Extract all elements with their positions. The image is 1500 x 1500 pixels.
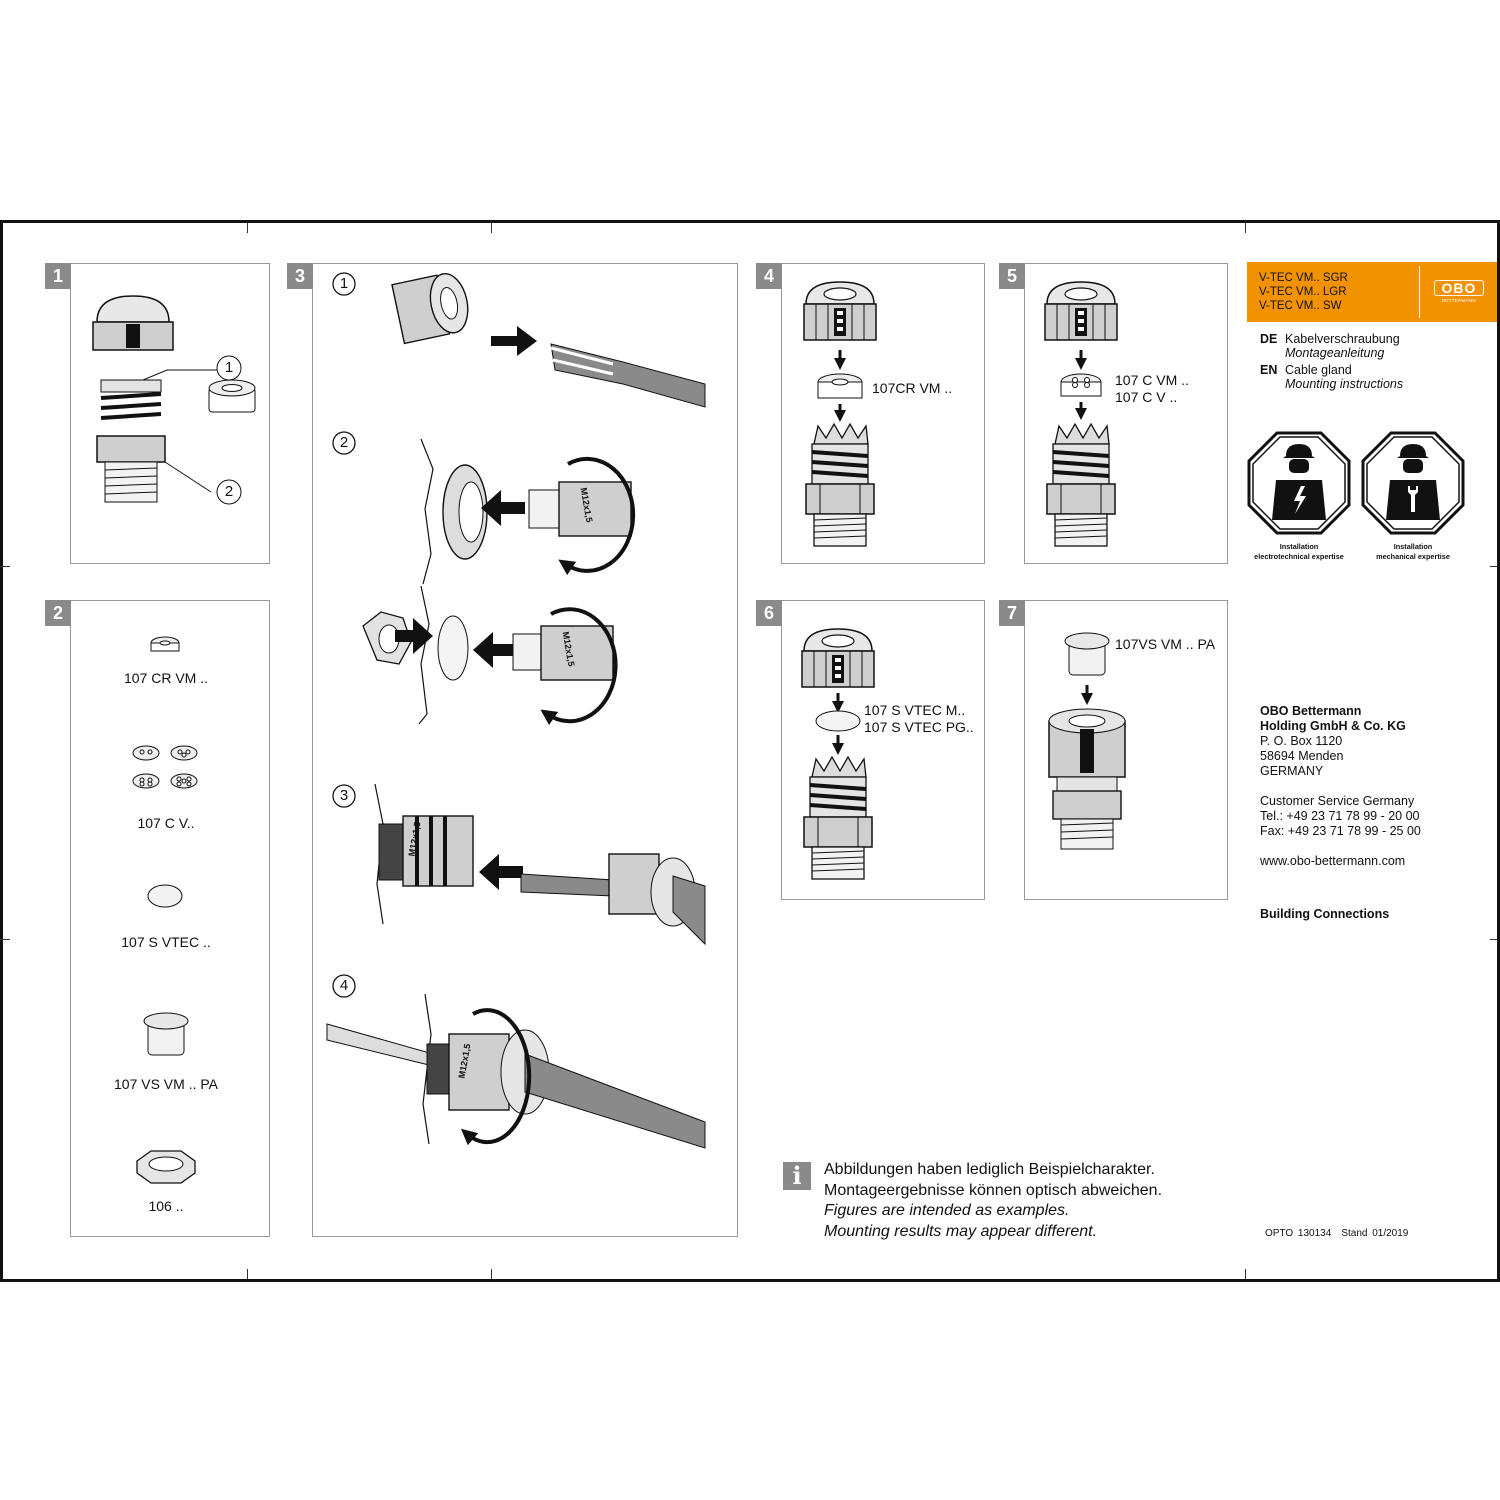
telephone: Tel.: +49 23 71 78 99 - 20 00	[1260, 809, 1420, 823]
step-number: 2	[339, 434, 349, 451]
part-label: 107 C V..	[137, 815, 195, 831]
step-number: 1	[339, 275, 349, 292]
document-code: OPTO 130134	[1265, 1228, 1332, 1239]
step-number: 4	[339, 977, 349, 994]
panel-number: 3	[287, 263, 313, 289]
product-code: V-TEC VM.. SGR	[1259, 272, 1348, 284]
gland-with-multi-seal-drawing	[1044, 281, 1118, 548]
panel-seal-c: 5 107 C VM .. 107 C V ..	[999, 263, 1228, 564]
disclaimer-de-line: Montageergebnisse können optisch abweich…	[824, 1181, 1163, 1199]
language-en: EN Cable gland Mounting instructions	[1260, 363, 1403, 391]
safety-caption: mechanical expertise	[1376, 552, 1450, 561]
step-number: 3	[339, 787, 349, 804]
doc-subtitle: Mounting instructions	[1285, 377, 1404, 391]
part-label: 107VS VM .. PA	[1115, 636, 1216, 652]
panel-overview: 1 1 2	[45, 263, 270, 564]
instruction-sheet	[0, 220, 1500, 1282]
info-icon: i	[783, 1162, 811, 1190]
part-label: 107 VS VM .. PA	[113, 1076, 219, 1092]
customer-service: Customer Service Germany	[1260, 794, 1415, 808]
city: 58694 Menden	[1260, 749, 1344, 763]
country: GERMANY	[1260, 764, 1324, 778]
tagline: Building Connections	[1260, 907, 1390, 921]
gland-with-plug-drawing	[1048, 632, 1126, 850]
disclaimer-de-line: Abbildungen haben lediglich Beispielchar…	[824, 1161, 1155, 1178]
panel-number: 2	[45, 600, 71, 626]
obo-logo: OBO BETTERMANN	[1434, 280, 1484, 303]
part-label: 107 S VTEC ..	[121, 934, 211, 950]
document-date: Stand 01/2019	[1341, 1228, 1409, 1239]
panel-number: 1	[45, 263, 71, 289]
part-label: 106 ..	[148, 1198, 184, 1214]
assembly-drawings	[326, 272, 706, 1149]
panel-number: 6	[756, 600, 782, 626]
safety-caption: Installation	[1279, 542, 1319, 551]
panel-parts: 2 107 CR VM .. 107 C V.. 107 S VTEC .. 1…	[45, 600, 270, 1237]
disclaimer: Abbildungen haben lediglich Beispielchar…	[824, 1160, 1162, 1242]
product-code: V-TEC VM.. SW	[1259, 300, 1342, 312]
company-legal-name: Holding GmbH & Co. KG	[1260, 719, 1406, 733]
safety-caption: Installation	[1393, 542, 1433, 551]
safety-caption: electrotechnical expertise	[1254, 552, 1344, 561]
gland-exploded-drawing	[92, 295, 256, 505]
language-code: EN	[1260, 363, 1278, 377]
part-label: 107 C V ..	[1115, 389, 1178, 405]
safety-mechanical: Installation mechanical expertise	[1360, 430, 1466, 561]
parts-drawings	[132, 636, 198, 1184]
safety-electrical: Installation electrotechnical expertise	[1246, 430, 1352, 561]
part-label: 107CR VM ..	[872, 380, 953, 396]
panel-assembly-steps: 3	[287, 263, 738, 1237]
po-box: P. O. Box 1120	[1260, 734, 1343, 748]
part-label: 107 CR VM ..	[123, 670, 209, 686]
header-divider	[1419, 266, 1420, 318]
electrician-icon	[1247, 431, 1351, 535]
product-code: V-TEC VM.. LGR	[1259, 286, 1347, 298]
part-label: 107 C VM ..	[1115, 372, 1189, 388]
product-header: V-TEC VM.. SGR V-TEC VM.. LGR V-TEC VM..…	[1247, 262, 1497, 322]
logo-subtext: BETTERMANN	[1441, 298, 1476, 303]
part-label: 107 S VTEC PG..	[864, 719, 974, 735]
panel-number: 5	[999, 263, 1025, 289]
language-code: DE	[1260, 332, 1278, 346]
disclaimer-en-line: Mounting results may appear different.	[824, 1222, 1098, 1240]
document-reference: OPTO 130134 Stand 01/2019	[1265, 1228, 1418, 1239]
panel-blanking-plug: 7 107VS VM .. PA	[999, 600, 1228, 900]
doc-title: Cable gland	[1285, 363, 1352, 377]
callout-number: 2	[224, 483, 234, 500]
panel-seal-s-vtec: 6 107 S VTEC M.. 107 S VTEC PG..	[756, 600, 985, 900]
product-list: V-TEC VM.. SGR V-TEC VM.. LGR V-TEC VM..…	[1259, 271, 1348, 313]
mechanic-icon	[1361, 431, 1465, 535]
panel-seal-cr: 4 107CR VM ..	[756, 263, 985, 564]
language-de: DE Kabelverschraubung Montageanleitung	[1260, 332, 1400, 360]
disclaimer-en-line: Figures are intended as examples.	[824, 1202, 1070, 1219]
company-address: OBO Bettermann Holding GmbH & Co. KG P. …	[1260, 704, 1421, 869]
company-name: OBO Bettermann	[1260, 704, 1362, 718]
doc-subtitle: Montageanleitung	[1285, 346, 1385, 360]
callout-number: 1	[224, 359, 234, 376]
gland-with-disc-drawing	[801, 628, 875, 881]
part-label: 107 S VTEC M..	[864, 702, 966, 718]
logo-text: OBO	[1434, 280, 1484, 296]
panel-number: 4	[756, 263, 782, 289]
fax: Fax: +49 23 71 78 99 - 25 00	[1260, 824, 1421, 838]
panel-number: 7	[999, 600, 1025, 626]
website-link[interactable]: www.obo-bettermann.com	[1260, 854, 1406, 868]
doc-title: Kabelverschraubung	[1285, 332, 1400, 346]
gland-with-seal-drawing	[803, 281, 877, 548]
